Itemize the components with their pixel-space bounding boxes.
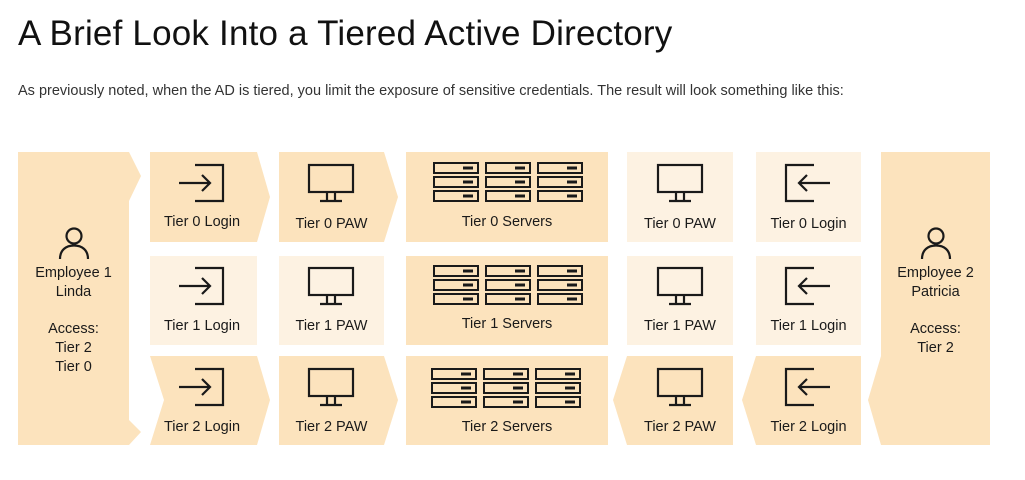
logout-icon (784, 163, 830, 203)
login-left-label-t2: Tier 2 Login (163, 419, 241, 435)
cell-login-left-t2 (150, 356, 270, 445)
login-left-label-t0: Tier 0 Login (163, 214, 241, 230)
cell-paw-right-t1 (627, 256, 733, 345)
cell-login-left-t1 (150, 256, 257, 345)
paw-left-label-t1: Tier 1 PAW (295, 318, 368, 334)
login-right-label-t1: Tier 1 Login (770, 318, 847, 334)
logout-icon (784, 266, 830, 306)
intro-paragraph: As previously noted, when the AD is tier… (18, 83, 844, 99)
login-right-label-t0: Tier 0 Login (770, 216, 847, 232)
server-rack-icon (433, 162, 583, 202)
employee-right: Employee 2 Patricia Access: Tier 2 (881, 226, 990, 358)
login-icon (179, 163, 225, 203)
cell-paw-left-t1 (279, 256, 384, 345)
server-rack-icon (431, 368, 581, 408)
monitor-icon (656, 266, 704, 306)
employee-left-access-tier: Tier 0 (55, 359, 92, 375)
servers-label-t2: Tier 2 Servers (461, 419, 553, 435)
cell-paw-right-t0 (627, 152, 733, 242)
employee-left-access-label: Access: (48, 321, 99, 337)
cell-login-right-t0 (756, 152, 861, 242)
employee-right-name: Employee 2 (897, 265, 974, 281)
employee-left-name: Employee 1 (35, 265, 112, 281)
paw-right-label-t1: Tier 1 PAW (644, 318, 716, 334)
login-icon (179, 367, 225, 407)
employee-left-panel (18, 152, 141, 445)
employee-right-access-label: Access: (910, 321, 961, 337)
paw-left-label-t2: Tier 2 PAW (295, 419, 368, 435)
servers-label-t0: Tier 0 Servers (461, 214, 553, 230)
employee-left: Employee 1 Linda Access: Tier 2 Tier 0 (18, 226, 129, 377)
monitor-icon (307, 367, 355, 407)
employee-right-access-tier: Tier 2 (917, 340, 954, 356)
login-left-label-t1: Tier 1 Login (163, 318, 241, 334)
paw-left-label-t0: Tier 0 PAW (295, 216, 368, 232)
page-title: A Brief Look Into a Tiered Active Direct… (18, 14, 673, 53)
paw-right-label-t2: Tier 2 PAW (644, 419, 716, 435)
employee-right-panel (868, 152, 990, 445)
paw-right-label-t0: Tier 0 PAW (644, 216, 716, 232)
cell-login-right-t2 (742, 356, 861, 445)
monitor-icon (656, 163, 704, 203)
monitor-icon (656, 367, 704, 407)
monitor-icon (307, 266, 355, 306)
cell-login-left-t0 (150, 152, 270, 242)
server-rack-icon (433, 265, 583, 305)
cell-login-right-t1 (756, 256, 861, 345)
employee-left-firstname: Linda (55, 284, 92, 300)
logout-icon (784, 367, 830, 407)
servers-label-t1: Tier 1 Servers (461, 316, 553, 332)
monitor-icon (307, 163, 355, 203)
user-icon (58, 227, 89, 260)
employee-right-firstname: Patricia (911, 284, 960, 300)
employee-left-access-tier: Tier 2 (55, 340, 92, 356)
user-icon (920, 227, 951, 260)
login-right-label-t2: Tier 2 Login (770, 419, 847, 435)
login-icon (179, 266, 225, 306)
